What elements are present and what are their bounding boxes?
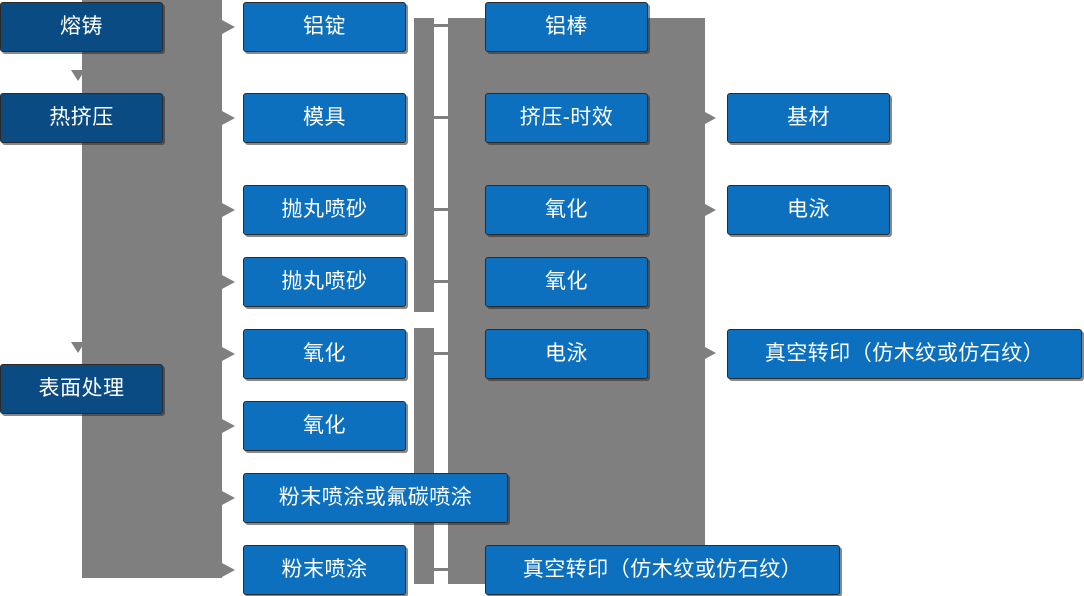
input-mold-label: 模具	[303, 105, 346, 129]
connector-tick-3	[434, 208, 450, 211]
process-vacuum-transfer-box[interactable]: 真空转印（仿木纹或仿石纹）	[485, 545, 840, 595]
process-electrophoresis-label: 电泳	[545, 341, 588, 365]
connector-arrow-to-shot-blasting-1	[222, 203, 235, 217]
stage-melt-cast-box[interactable]: 熔铸	[0, 2, 163, 52]
connector-tick-5	[434, 352, 450, 355]
process-oxidation-1-box[interactable]: 氧化	[485, 185, 648, 235]
process-vacuum-transfer-label: 真空转印（仿木纹或仿石纹）	[522, 557, 803, 581]
process-oxidation-2-label: 氧化	[545, 269, 588, 293]
stage-hot-extrusion-box[interactable]: 热挤压	[0, 93, 163, 143]
process-extrusion-aging-box[interactable]: 挤压-时效	[485, 93, 648, 143]
process-extrusion-aging-label: 挤压-时效	[519, 105, 614, 129]
connector-tick-1	[434, 24, 450, 27]
connector-arrow-down-surface	[71, 342, 85, 353]
process-aluminum-bar-box[interactable]: 铝棒	[485, 2, 648, 52]
input-oxidation-1-label: 氧化	[303, 341, 346, 365]
output-substrate-label: 基材	[787, 105, 830, 129]
stage-surface-treatment-label: 表面处理	[38, 376, 125, 400]
connector-arrow-to-oxidation-2	[222, 419, 235, 433]
connector-arrow-to-coating-mixed	[222, 491, 235, 505]
output-vacuum-transfer-label: 真空转印（仿木纹或仿石纹）	[764, 341, 1045, 365]
connector-rail-lower	[414, 328, 434, 584]
connector-stub-surface-treatment	[163, 388, 185, 391]
output-electrophoresis-label: 电泳	[787, 197, 830, 221]
connector-arrow-down-melt-cast	[71, 70, 85, 81]
output-electrophoresis-box[interactable]: 电泳	[727, 185, 890, 235]
output-vacuum-transfer-box[interactable]: 真空转印（仿木纹或仿石纹）	[727, 329, 1082, 379]
stage-hot-extrusion-label: 热挤压	[49, 105, 114, 129]
process-aluminum-bar-label: 铝棒	[545, 14, 588, 38]
connector-rail-upper	[414, 18, 434, 312]
process-oxidation-2-box[interactable]: 氧化	[485, 257, 648, 307]
connector-arrow-to-electrophoresis	[705, 204, 716, 216]
connector-arrow-to-substrate	[705, 112, 716, 124]
connector-arrow-to-oxidation-1	[222, 347, 235, 361]
input-powder-coating-box[interactable]: 粉末喷涂	[243, 545, 406, 595]
process-oxidation-1-label: 氧化	[545, 197, 588, 221]
connector-arrow-to-shot-blasting-2	[222, 275, 235, 289]
input-shot-blasting-1-label: 抛丸喷砂	[281, 197, 368, 221]
connector-band-stages	[82, 0, 222, 578]
connector-arrow-to-mold	[222, 111, 235, 125]
stage-melt-cast-label: 熔铸	[60, 14, 103, 38]
stage-surface-treatment-box[interactable]: 表面处理	[0, 364, 163, 414]
connector-tick-4	[434, 280, 450, 283]
connector-tick-2	[434, 116, 450, 119]
connector-arrow-to-aluminum-ingot	[222, 20, 235, 34]
process-electrophoresis-box[interactable]: 电泳	[485, 329, 648, 379]
input-powder-coating-label: 粉末喷涂	[281, 557, 368, 581]
connector-arrow-to-vacuum-transfer	[705, 347, 716, 359]
output-substrate-box[interactable]: 基材	[727, 93, 890, 143]
input-powder-or-fluorocarbon-coating-box[interactable]: 粉末喷涂或氟碳喷涂	[243, 473, 508, 523]
input-oxidation-2-box[interactable]: 氧化	[243, 401, 406, 451]
input-mold-box[interactable]: 模具	[243, 93, 406, 143]
connector-tick-6	[434, 568, 450, 571]
input-shot-blasting-2-label: 抛丸喷砂	[281, 269, 368, 293]
input-aluminum-ingot-box[interactable]: 铝锭	[243, 2, 406, 52]
input-powder-or-fluorocarbon-coating-label: 粉末喷涂或氟碳喷涂	[278, 485, 473, 509]
input-shot-blasting-2-box[interactable]: 抛丸喷砂	[243, 257, 406, 307]
input-aluminum-ingot-label: 铝锭	[303, 14, 346, 38]
connector-arrow-to-powder-coating	[222, 563, 235, 577]
input-oxidation-2-label: 氧化	[303, 413, 346, 437]
input-oxidation-1-box[interactable]: 氧化	[243, 329, 406, 379]
input-shot-blasting-1-box[interactable]: 抛丸喷砂	[243, 185, 406, 235]
